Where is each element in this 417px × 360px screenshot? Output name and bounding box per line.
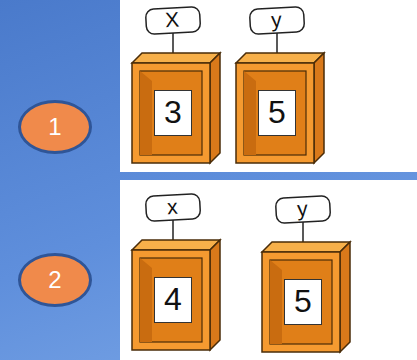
variable-box: y5 bbox=[232, 5, 327, 165]
variable-box: y5 bbox=[258, 194, 353, 354]
step-number-circle: 2 bbox=[18, 253, 92, 307]
variable-name: X bbox=[164, 9, 179, 31]
step-number: 2 bbox=[48, 266, 61, 294]
step-number-circle: 1 bbox=[18, 100, 92, 154]
variable-value: 4 bbox=[154, 277, 192, 323]
variable-value: 5 bbox=[284, 279, 322, 325]
variable-name: y bbox=[270, 9, 282, 31]
variable-box: X3 bbox=[128, 5, 223, 165]
variable-name: y bbox=[296, 198, 308, 220]
step-number: 1 bbox=[48, 113, 61, 141]
variable-value: 5 bbox=[258, 90, 296, 136]
variable-box: x4 bbox=[128, 192, 223, 352]
variable-value: 3 bbox=[154, 90, 192, 136]
variable-name: x bbox=[166, 196, 178, 218]
